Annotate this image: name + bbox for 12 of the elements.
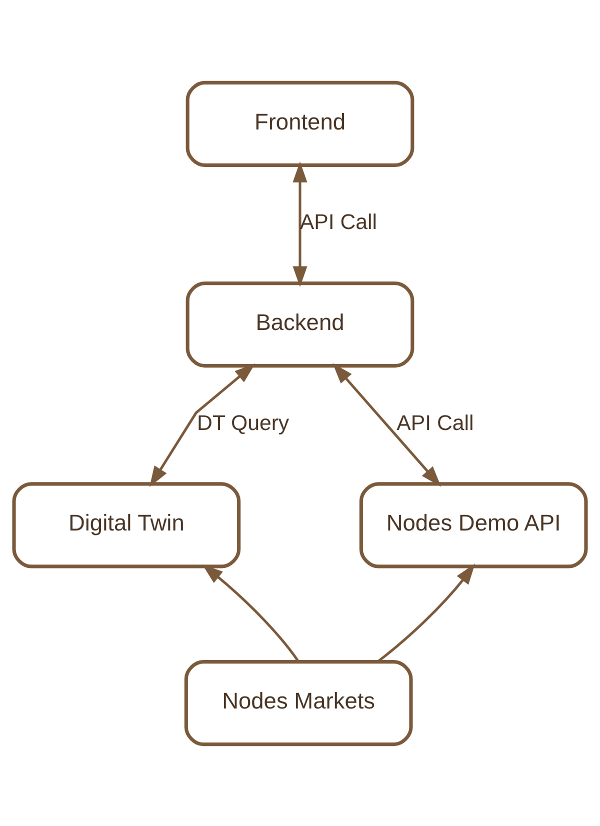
node-box: Nodes Markets — [184, 660, 413, 746]
edge-label: API Call — [396, 410, 474, 434]
arrow — [292, 161, 308, 287]
node-box: Backend — [186, 281, 414, 368]
node-box: Frontend — [186, 80, 414, 166]
arrow — [377, 563, 476, 662]
node-box: Digital Twin — [12, 482, 241, 568]
node-box: Nodes Demo API — [359, 482, 588, 568]
arrow — [202, 564, 300, 662]
edge-label: DT Query — [197, 410, 290, 434]
arrow — [150, 362, 256, 486]
arrow — [332, 362, 442, 486]
